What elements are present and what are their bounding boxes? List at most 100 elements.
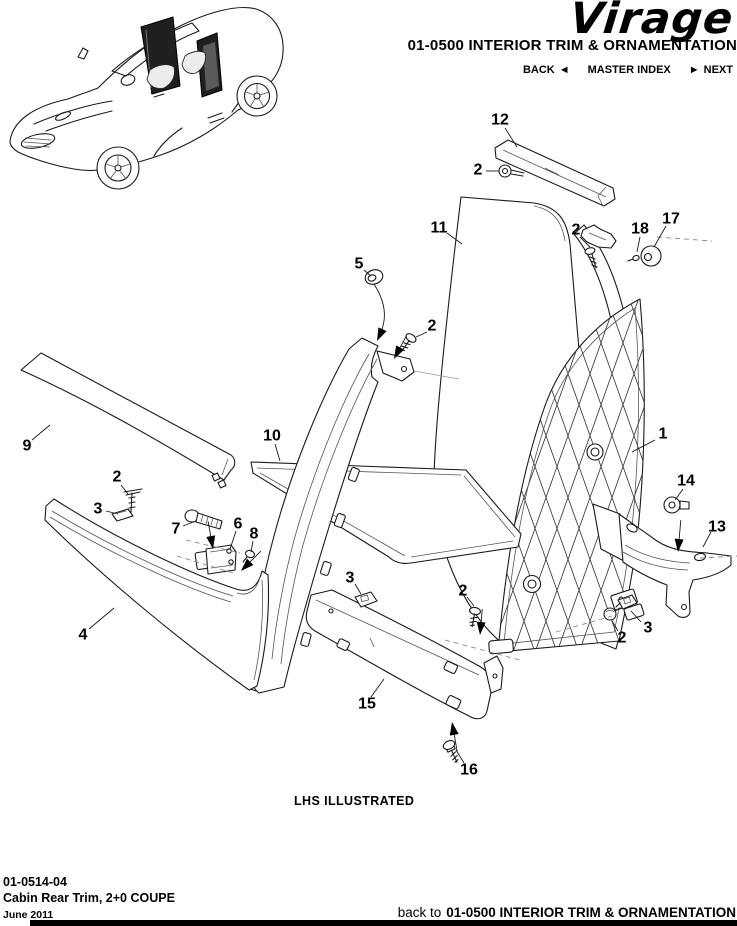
callout-leader-4-18 [88, 607, 115, 630]
part-13-bracket [592, 503, 732, 618]
nav-master-index[interactable]: MASTER INDEX [587, 64, 671, 76]
car-seat [146, 64, 175, 89]
top-latch-bracket [580, 224, 617, 269]
lattice-hatch-line [517, 299, 645, 652]
car-grille [20, 133, 56, 149]
lattice-hatch-line [611, 299, 645, 652]
callout-leader-16-24 [455, 749, 465, 764]
car-front-wheel [96, 146, 140, 190]
part-15-sill-panel [305, 589, 504, 720]
lattice-hatch-line [700, 250, 737, 700]
lattice-hatch-line [589, 299, 645, 652]
callout-8-15: 8 [250, 526, 259, 543]
callout-2-11: 2 [113, 469, 122, 486]
assembly-arrow [241, 558, 254, 571]
callout-11-2: 11 [431, 220, 448, 237]
fastener-8-pin [242, 549, 255, 563]
callout-leader-8-15 [250, 540, 254, 553]
nav-next-label: NEXT [703, 64, 733, 76]
callout-14-16: 14 [677, 473, 695, 490]
fastener-2-pushpin-top [498, 164, 525, 178]
callout-2-22: 2 [618, 630, 627, 647]
assembly-arrow [449, 722, 459, 736]
callout-leader-5-6 [363, 269, 372, 277]
assembly-arrow [476, 621, 486, 635]
part-b-pillar-trim [234, 337, 460, 694]
fastener-5-grommet [364, 269, 385, 338]
callout-12-0: 12 [491, 112, 509, 129]
callout-leader-3-12 [105, 510, 119, 515]
part-6-bracket [194, 544, 237, 575]
callout-4-18: 4 [79, 627, 88, 644]
lattice-hatch-line [498, 299, 553, 652]
callout-9-8: 9 [23, 438, 32, 455]
callout-leader-10-9 [274, 443, 281, 462]
assembly-arrow-tail [678, 520, 682, 541]
callout-leader-3-23 [630, 610, 642, 623]
assembly-arrow [394, 345, 405, 359]
callout-leader-2-20 [466, 596, 475, 607]
fastener-2-tbolt-left [123, 488, 143, 513]
car-inset-illustration [9, 6, 284, 190]
nav-back[interactable]: BACK◄ [521, 64, 572, 76]
callout-leader-3-19 [354, 583, 362, 595]
nav-next[interactable]: ►NEXT [687, 64, 735, 76]
callout-17-5: 17 [662, 211, 680, 228]
callout-3-19: 3 [346, 570, 355, 587]
callout-18-4: 18 [631, 221, 649, 238]
fastener-16-screw [442, 740, 459, 763]
part-9-panel [20, 352, 236, 489]
lattice-hatch-line [561, 299, 645, 652]
callout-5-6: 5 [355, 256, 364, 273]
callout-7-13: 7 [172, 521, 181, 538]
callout-16-24: 16 [460, 762, 478, 779]
assembly-arrow-tail [453, 733, 458, 752]
lattice-hatch-line [498, 299, 645, 652]
screw-fastener [584, 247, 596, 255]
assembly-arrow-tail [399, 335, 407, 349]
assembly-arrow-tail [207, 521, 212, 538]
bottom-rule [30, 920, 737, 926]
part-1-lattice-panel [488, 250, 737, 700]
lattice-hatch-line [498, 299, 619, 652]
nav-back-label: BACK [522, 64, 555, 76]
callout-leader-2-7 [415, 331, 428, 338]
callout-leader-17-5 [653, 225, 667, 248]
callout-leader-2-3 [579, 236, 591, 248]
callout-15-21: 15 [358, 696, 376, 713]
nav-next-arrow-icon: ► [688, 64, 700, 76]
callout-3-12: 3 [94, 501, 103, 518]
doc-date: June 2011 [3, 909, 54, 921]
callout-leader-15-21 [370, 678, 385, 698]
car-headlamp [55, 111, 71, 121]
fastener-3-clip-mid [354, 591, 378, 608]
callout-leader-9-8 [31, 424, 51, 441]
fastener-2-screw-mid [468, 606, 482, 628]
lattice-hatch-line [498, 299, 635, 652]
lattice-hatch-line [656, 250, 737, 700]
header-nav: BACK◄ MASTER INDEX ►NEXT [521, 64, 735, 76]
lattice-hatch-line [722, 250, 737, 700]
callout-1-10: 1 [659, 426, 668, 443]
car-rear-wheel [236, 75, 278, 117]
callout-leader-6-14 [229, 530, 237, 550]
back-link-prefix: back to [397, 905, 442, 920]
assembly-arrow-tail [480, 609, 483, 624]
car-windshield [111, 22, 200, 77]
lattice-hatch-line [498, 299, 575, 652]
callout-2-3: 2 [572, 222, 581, 239]
section-title: 01-0500 INTERIOR TRIM & ORNAMENTATION [407, 37, 737, 54]
callout-6-14: 6 [234, 516, 243, 533]
callout-leader-11-2 [446, 232, 463, 245]
lattice-hatch-line [539, 299, 645, 652]
fastener-2-screw-pillar [400, 333, 417, 352]
callout-leader-14-16 [674, 488, 684, 501]
callout-2-1: 2 [474, 162, 483, 179]
car-mirror [77, 47, 89, 60]
car-steering-wheel [120, 74, 136, 86]
pillar-top-tab [376, 350, 415, 382]
fastener-3-clip-br [615, 594, 638, 610]
